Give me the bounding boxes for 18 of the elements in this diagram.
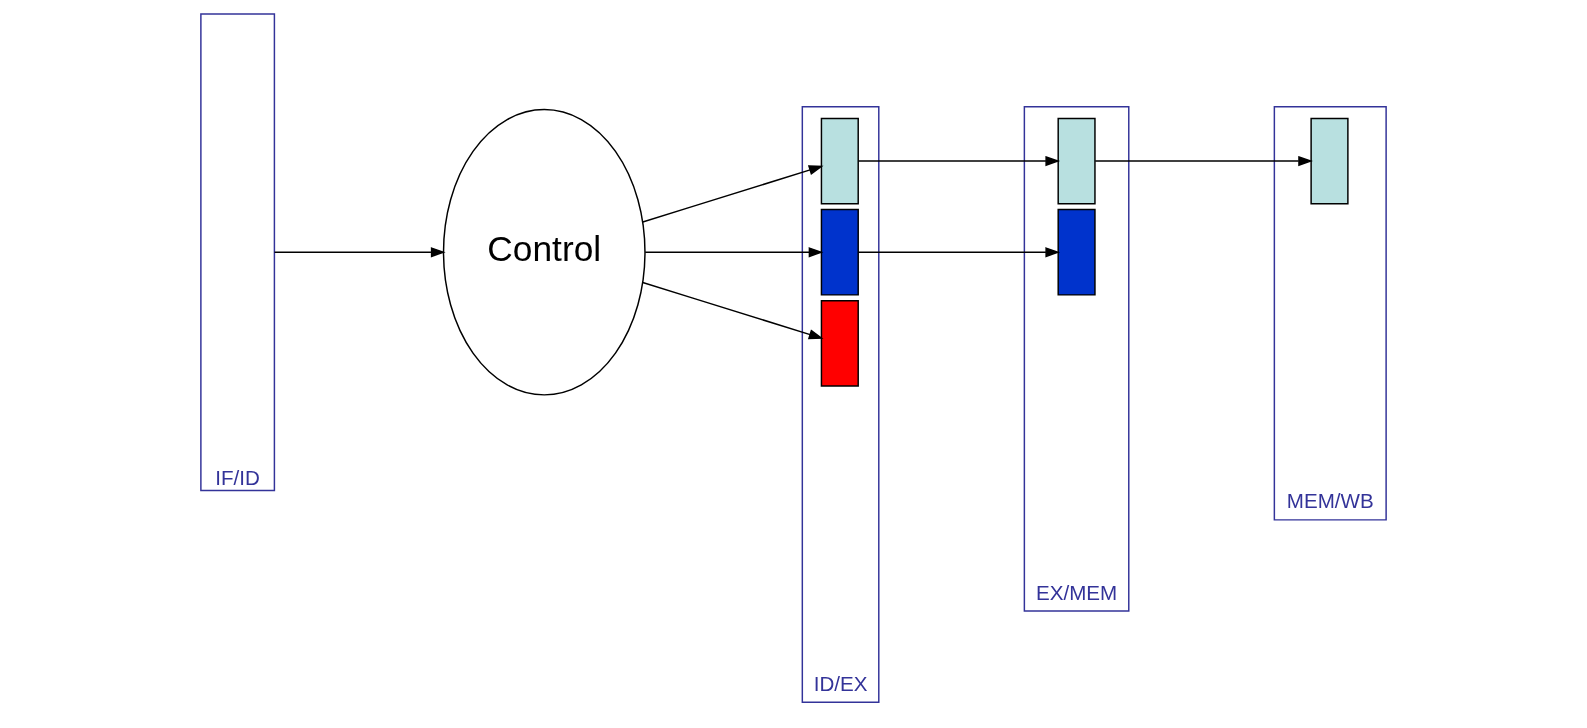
- node-bar: [820, 117, 859, 205]
- node-box: IF/ID: [200, 13, 276, 492]
- cluster: MEM/WB: [1273, 105, 1387, 521]
- cluster: ID/EX: [801, 105, 880, 703]
- cluster: EX/MEM: [1023, 105, 1130, 612]
- arrow: [857, 155, 1061, 167]
- node-bar: [1310, 117, 1349, 205]
- arrow: [273, 247, 446, 258]
- node-bar: [1057, 117, 1096, 205]
- arrow: [1094, 155, 1313, 167]
- node-ellipse: Control: [442, 108, 646, 396]
- arrow: [642, 281, 824, 340]
- node-bar: [820, 208, 859, 296]
- arrow: [857, 247, 1061, 258]
- arrow: [642, 165, 824, 223]
- node-bar: [1057, 208, 1096, 296]
- arrow: [644, 247, 824, 258]
- node-bar: [820, 300, 859, 387]
